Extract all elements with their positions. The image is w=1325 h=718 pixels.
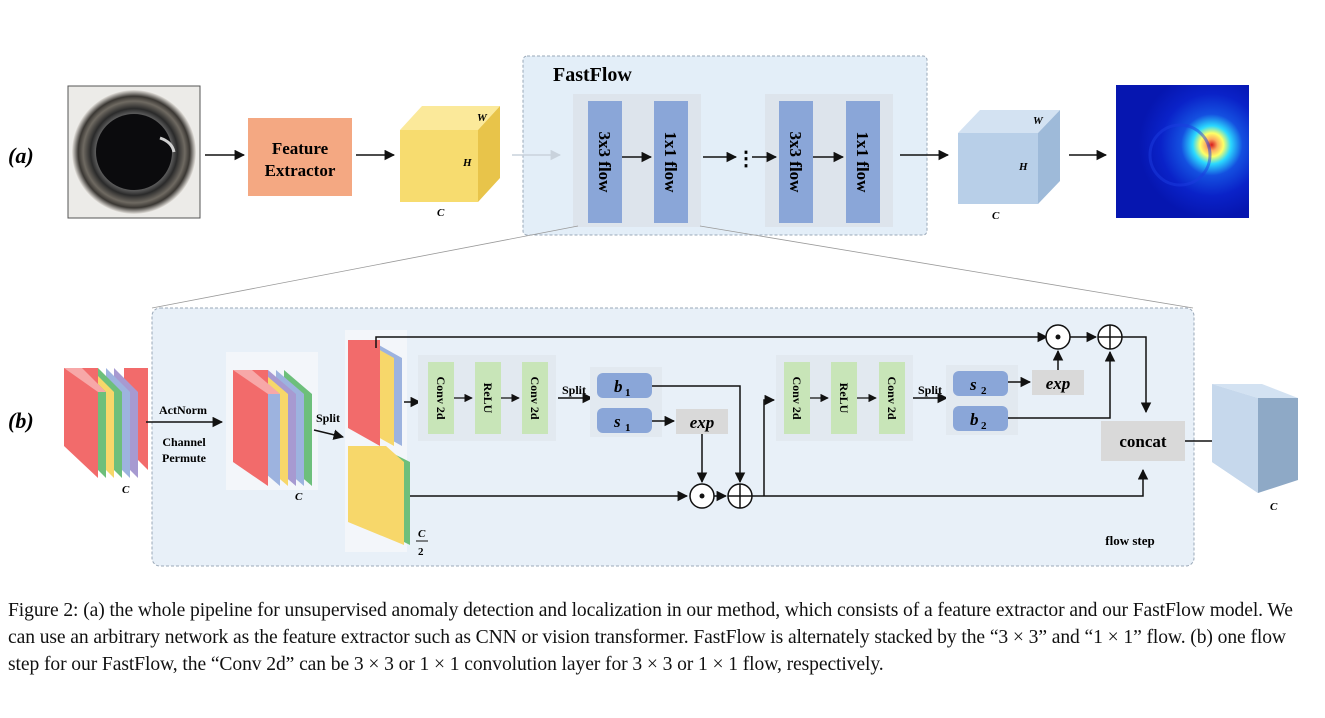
flow-block-2 — [654, 101, 688, 223]
conv-1b — [522, 362, 548, 434]
conv-2b-label: Conv 2d — [885, 376, 899, 419]
figure-caption: Figure 2: (a) the whole pipeline for uns… — [8, 600, 1293, 675]
arrow-oplus2-concat — [1122, 336, 1152, 414]
arrow-b1-oplus — [652, 385, 746, 484]
half-c-num: C — [418, 528, 426, 540]
input-image — [67, 85, 201, 219]
channel-permute-label-1: Channel — [162, 435, 206, 449]
anomaly-heatmap — [1116, 85, 1249, 218]
flow-step-container — [151, 307, 1195, 567]
s2-sub: 2 — [981, 385, 987, 397]
flow-label-2: 1x1 flow — [661, 132, 680, 194]
out-cube-c-label: C — [992, 210, 1000, 222]
out-cube-w-label: W — [1033, 115, 1044, 127]
b2-sub: 2 — [981, 420, 987, 432]
input-stack-c-label: C — [122, 484, 130, 496]
flow-block-4 — [846, 101, 880, 223]
exp-2-box — [1032, 370, 1084, 395]
flow-block-1 — [588, 101, 622, 223]
exp-1-box — [676, 409, 728, 434]
cube-h-label: H — [462, 157, 472, 169]
arrow-top-bypass — [375, 331, 1049, 348]
conv-2a — [784, 362, 810, 434]
split-label-2: Split — [562, 383, 586, 397]
concat-label: concat — [1119, 432, 1167, 451]
conv-1b-label: Conv 2d — [528, 376, 542, 419]
flow-block-3 — [779, 101, 813, 223]
b2-box — [953, 406, 1008, 431]
split-label-1: Split — [316, 411, 340, 425]
flow-label-1: 3x3 flow — [595, 132, 614, 194]
flow-step-out-c-label: C — [1270, 501, 1278, 513]
channel-permute-label-2: Permute — [162, 451, 207, 465]
s2-box — [953, 371, 1008, 396]
s1-box — [597, 408, 652, 433]
s1-label: s — [613, 412, 621, 431]
diagram-canvas: (a) Feature Extractor W H C FastFlow 3x3… — [8, 55, 1298, 567]
relu-1-label: ReLU — [481, 383, 495, 414]
out-cube-h-label: H — [1018, 161, 1028, 173]
b2-label: b — [970, 410, 979, 429]
actnorm-label: ActNorm — [159, 403, 207, 417]
cube-w-label: W — [477, 112, 488, 124]
conv-2a-label: Conv 2d — [790, 376, 804, 419]
conv-1a — [428, 362, 454, 434]
permuted-stack-c-label: C — [295, 491, 303, 503]
cube-c-label: C — [437, 207, 445, 219]
output-cube — [958, 110, 1060, 204]
b1-label: b — [614, 377, 623, 396]
exp-2-label: exp — [1046, 374, 1071, 393]
panel-b-label: (b) — [8, 408, 34, 433]
flow-step-label: flow step — [1105, 533, 1154, 548]
odot-2-dot — [1055, 334, 1061, 340]
b1-box — [597, 373, 652, 398]
zoom-line-left — [151, 225, 579, 309]
arrow-oplus1-concat — [752, 468, 1149, 497]
split-label-3: Split — [918, 383, 942, 397]
feature-cube — [400, 106, 500, 202]
s2-label: s — [969, 375, 977, 394]
half-c-den: 2 — [418, 546, 424, 558]
panel-a-label: (a) — [8, 143, 34, 168]
relu-2-label: ReLU — [837, 383, 851, 414]
permuted-feature-stack — [233, 370, 312, 486]
b1-sub: 1 — [625, 387, 631, 399]
feature-extractor-box — [248, 118, 352, 196]
fastflow-title: FastFlow — [553, 64, 632, 86]
flow-label-3: 3x3 flow — [786, 132, 805, 194]
feature-extractor-label-2: Extractor — [265, 161, 336, 180]
relu-1 — [475, 362, 501, 434]
conv-2b — [879, 362, 905, 434]
concat-box — [1101, 421, 1185, 461]
split-bottom-half — [348, 446, 410, 545]
arrow-split-1 — [313, 429, 345, 440]
exp-1-label: exp — [690, 413, 715, 432]
arrow-b2-oplus2 — [1008, 350, 1116, 419]
flow-step-output-cube — [1212, 384, 1298, 493]
relu-2 — [831, 362, 857, 434]
conv-1a-label: Conv 2d — [434, 376, 448, 419]
flow-ellipsis: ⋮ — [736, 148, 756, 170]
flow-label-4: 1x1 flow — [853, 132, 872, 194]
input-feature-stack — [64, 368, 148, 478]
split-top-half — [348, 340, 402, 446]
feature-extractor-label-1: Feature — [272, 139, 329, 158]
s1-sub: 1 — [625, 422, 631, 434]
zoom-line-right — [699, 225, 1194, 309]
arrow-oplus1-conv2 — [763, 394, 776, 496]
odot-1-dot — [699, 493, 705, 499]
